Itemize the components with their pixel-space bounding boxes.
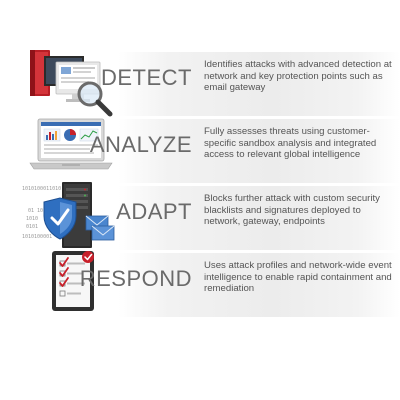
step-respond: RESPOND Uses attack profiles and network… [0,251,400,319]
step-band [118,186,400,250]
step-band [118,253,400,317]
binary-text: 1010 [26,216,38,222]
step-description: Identifies attacks with advanced detecti… [204,59,392,94]
step-detect: DETECT Identifies attacks with advanced … [0,50,400,118]
tablet-checklist-icon [22,247,122,323]
laptop-dashboard-icon [22,113,122,189]
binary-text: 01 10 [28,208,43,214]
step-description: Uses attack profiles and network-wide ev… [204,260,392,295]
binary-text: 1010100011010 [22,186,61,192]
step-band [118,52,400,116]
step-title: DETECT [101,65,192,90]
step-analyze: ANALYZE Fully assesses threats using cus… [0,118,400,185]
step-title: RESPOND [79,266,192,291]
step-description: Blocks further attack with custom securi… [204,193,380,228]
step-adapt: 1010100011010 01 10 1010 0101 1010100001 [0,182,400,252]
step-title: ANALYZE [89,132,192,157]
server-shield-icon: 1010100011010 01 10 1010 0101 1010100001 [22,180,122,256]
binary-text: 1010100001 [22,234,52,240]
step-title: ADAPT [116,199,192,224]
binary-text: 0101 [26,224,38,230]
magnifier-over-monitor-icon [22,46,122,122]
step-band [118,119,400,183]
step-description: Fully assesses threats using customer-sp… [204,126,377,161]
